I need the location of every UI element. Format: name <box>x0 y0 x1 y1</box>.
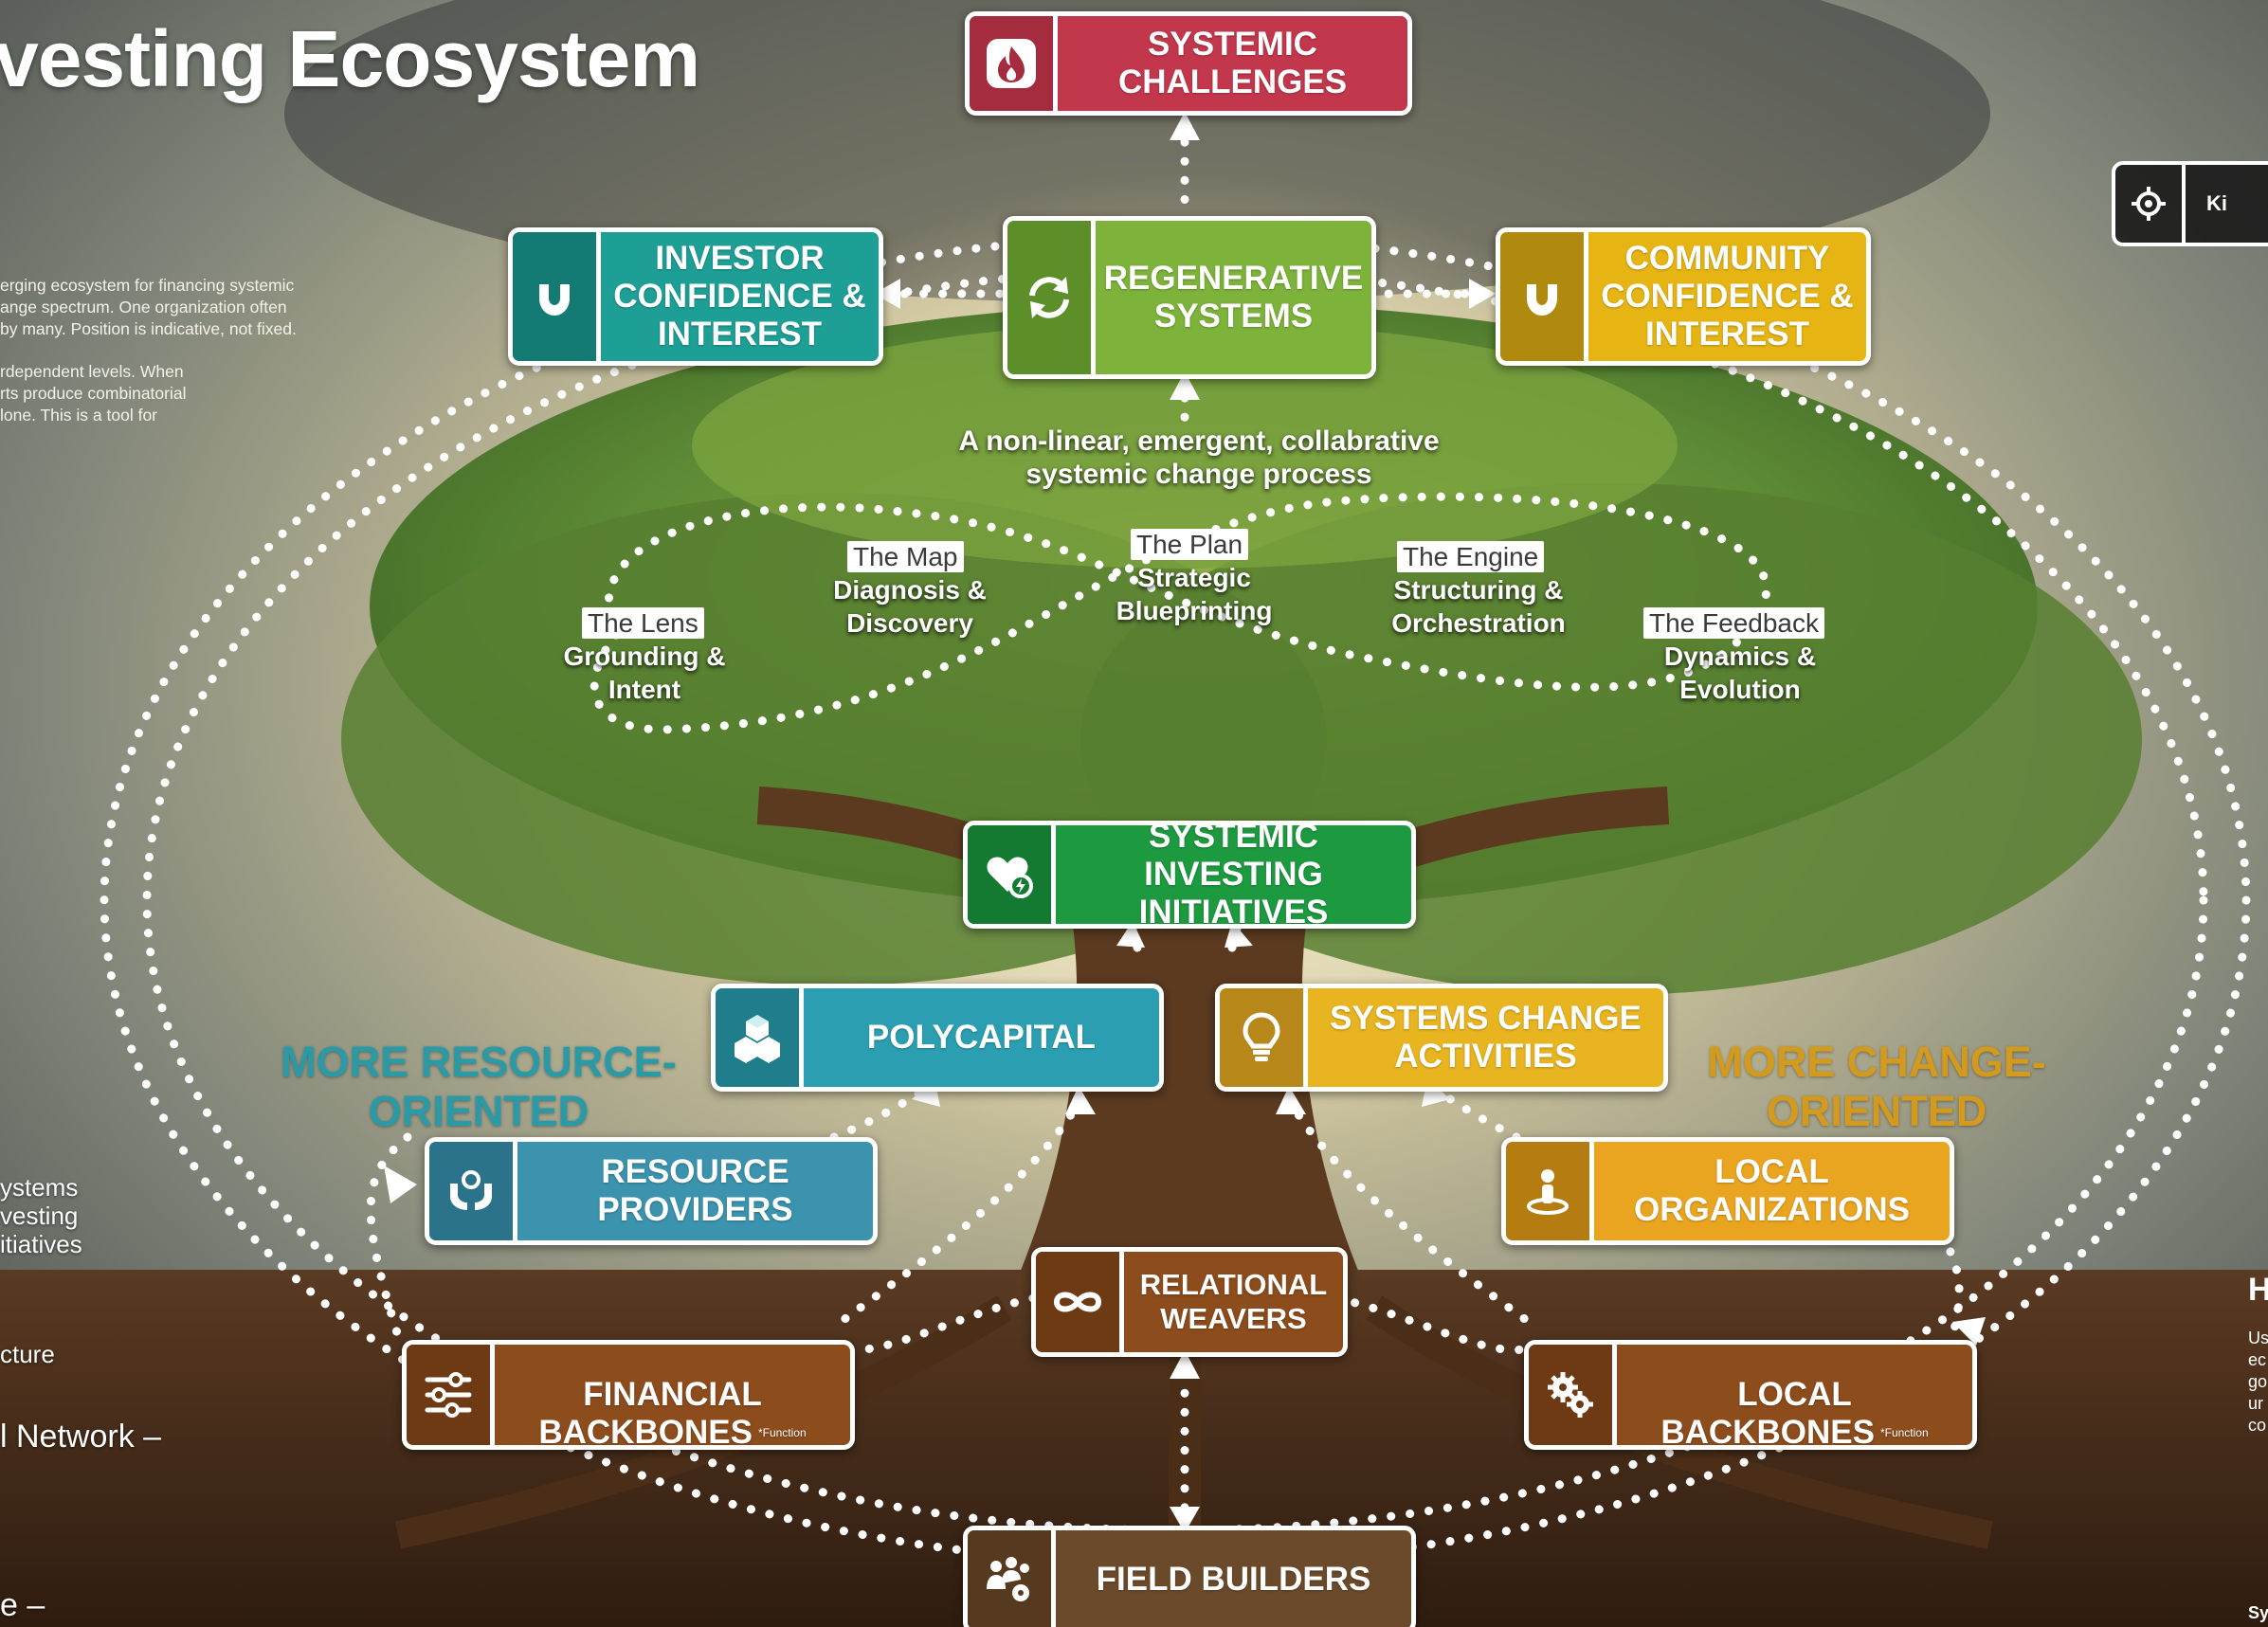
lightbulb-icon <box>1220 988 1308 1087</box>
investor-confidence-label: INVESTOR CONFIDENCE & INTEREST <box>613 240 866 353</box>
side-nav-text: l Network – <box>0 1419 162 1455</box>
right-panel-line: ec <box>2248 1350 2267 1369</box>
heart-icon <box>968 825 1056 924</box>
key-button[interactable]: Ki <box>2112 161 2268 246</box>
side-nav-text: ystems <box>0 1173 79 1202</box>
resource-providers-label: RESOURCE PROVIDERS <box>597 1153 793 1228</box>
infinity-icon <box>1036 1252 1124 1352</box>
stage-sub-plan: Strategic Blueprinting <box>1116 563 1273 625</box>
gears-icon <box>1529 1345 1617 1445</box>
key-button-label: Ki <box>2206 191 2227 215</box>
community-confidence-label: COMMUNITY CONFIDENCE & INTEREST <box>1601 240 1854 353</box>
relational-weavers-box[interactable]: RELATIONAL WEAVERS <box>1031 1247 1348 1357</box>
page-title: vesting Ecosystem <box>0 14 700 103</box>
magnet-icon <box>1500 232 1588 361</box>
systems-change-activities-box[interactable]: SYSTEMS CHANGE ACTIVITIES <box>1215 984 1668 1092</box>
systemic-challenges-label: SYSTEMIC CHALLENGES <box>1117 26 1348 100</box>
function-note: *Function <box>757 1426 807 1439</box>
sliders-icon <box>407 1345 495 1445</box>
systemic-investing-initiatives-label: SYSTEMIC INVESTING INITIATIVES <box>1138 821 1329 929</box>
field-builders-label: FIELD BUILDERS <box>1096 1561 1371 1598</box>
team-gear-icon <box>968 1530 1056 1627</box>
local-backbones-box[interactable]: LOCAL BACKBONES *Function <box>1524 1340 1977 1450</box>
financial-backbones-text: FINANCIAL BACKBONES <box>538 1376 762 1450</box>
intro-line: ange spectrum. One organization often <box>0 298 287 316</box>
stage-title-plan: The Plan <box>1131 529 1249 560</box>
local-organizations-box[interactable]: LOCAL ORGANIZATIONS <box>1501 1137 1954 1245</box>
intro-line: erging ecosystem for financing systemic <box>0 276 295 295</box>
field-builders-box[interactable]: FIELD BUILDERS <box>963 1526 1416 1627</box>
stage-title-feedback: The Feedback <box>1643 607 1824 639</box>
side-nav-text: e – <box>0 1587 45 1623</box>
systemic-challenges-box[interactable]: SYSTEMIC CHALLENGES <box>965 11 1412 116</box>
intro-line: rdependent levels. When <box>0 362 184 381</box>
resource-oriented-label: MORE RESOURCE- ORIENTED <box>281 1038 677 1135</box>
intro-line: by many. Position is indicative, not fix… <box>0 319 297 338</box>
stage-title-lens: The Lens <box>582 607 704 639</box>
flame-icon <box>970 16 1058 111</box>
person-pin-icon <box>1506 1142 1594 1240</box>
target-icon <box>2115 165 2186 243</box>
side-nav-text: vesting <box>0 1202 79 1230</box>
right-panel-line: co <box>2248 1416 2267 1435</box>
function-note: *Function <box>1879 1426 1929 1439</box>
stage-sub-feedback: Dynamics & Evolution <box>1663 642 1817 704</box>
right-panel-line: ur <box>2248 1394 2264 1413</box>
financial-backbones-box[interactable]: FINANCIAL BACKBONES*Function <box>402 1340 855 1450</box>
stage-sub-lens: Grounding & Intent <box>563 642 726 704</box>
stage-title-map: The Map <box>847 541 964 572</box>
process-label: A non-linear, emergent, collabrative sys… <box>958 425 1440 490</box>
systems-change-activities-label: SYSTEMS CHANGE ACTIVITIES <box>1330 1000 1642 1075</box>
stage-sub-map: Diagnosis & Discovery <box>833 575 987 638</box>
side-nav-text: cture <box>0 1340 55 1368</box>
resource-providers-box[interactable]: RESOURCE PROVIDERS <box>425 1137 878 1245</box>
investor-confidence-box[interactable]: INVESTOR CONFIDENCE & INTEREST <box>508 227 883 366</box>
local-backbones-label: LOCAL BACKBONES*Function <box>1617 1345 1972 1445</box>
right-panel-line: go <box>2248 1372 2268 1391</box>
systemic-investing-initiatives-box[interactable]: SYSTEMIC INVESTING INITIATIVES <box>963 821 1416 929</box>
local-organizations-label: LOCAL ORGANIZATIONS <box>1633 1153 1910 1228</box>
right-panel-footer: Sy <box>2248 1603 2268 1622</box>
magnet-icon <box>513 232 601 361</box>
cubes-icon <box>716 988 804 1087</box>
community-confidence-box[interactable]: COMMUNITY CONFIDENCE & INTEREST <box>1496 227 1871 366</box>
hands-icon <box>429 1142 517 1240</box>
intro-line: lone. This is a tool for <box>0 406 158 425</box>
regenerative-systems-box[interactable]: REGENERATIVE SYSTEMS <box>1003 216 1376 379</box>
polycapital-label: POLYCAPITAL <box>866 1019 1097 1056</box>
polycapital-box[interactable]: POLYCAPITAL <box>711 984 1164 1092</box>
change-oriented-label: MORE CHANGE- ORIENTED <box>1707 1038 2046 1135</box>
side-nav-text: itiatives <box>0 1230 82 1258</box>
right-panel-heading: H <box>2248 1272 2268 1308</box>
stage-title-engine: The Engine <box>1397 541 1545 572</box>
cycle-icon <box>1007 221 1096 374</box>
right-panel-line: Us <box>2248 1329 2268 1347</box>
regenerative-systems-label: REGENERATIVE SYSTEMS <box>1103 260 1364 334</box>
stage-sub-engine: Structuring & Orchestration <box>1391 575 1566 638</box>
intro-line: rts produce combinatorial <box>0 384 187 403</box>
local-backbones-text: LOCAL BACKBONES <box>1660 1376 1875 1450</box>
financial-backbones-label: FINANCIAL BACKBONES*Function <box>495 1345 850 1445</box>
relational-weavers-label: RELATIONAL WEAVERS <box>1139 1268 1328 1335</box>
